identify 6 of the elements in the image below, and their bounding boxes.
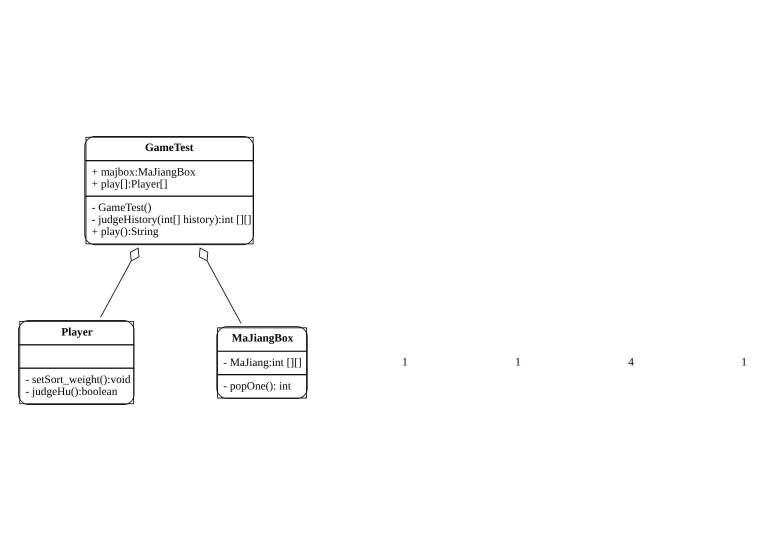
connector (100, 247, 140, 318)
label: 1 (515, 356, 521, 368)
label: 1 (402, 356, 408, 368)
connector (198, 246, 242, 324)
label: 1 (741, 356, 747, 368)
label: 4 (628, 356, 634, 368)
